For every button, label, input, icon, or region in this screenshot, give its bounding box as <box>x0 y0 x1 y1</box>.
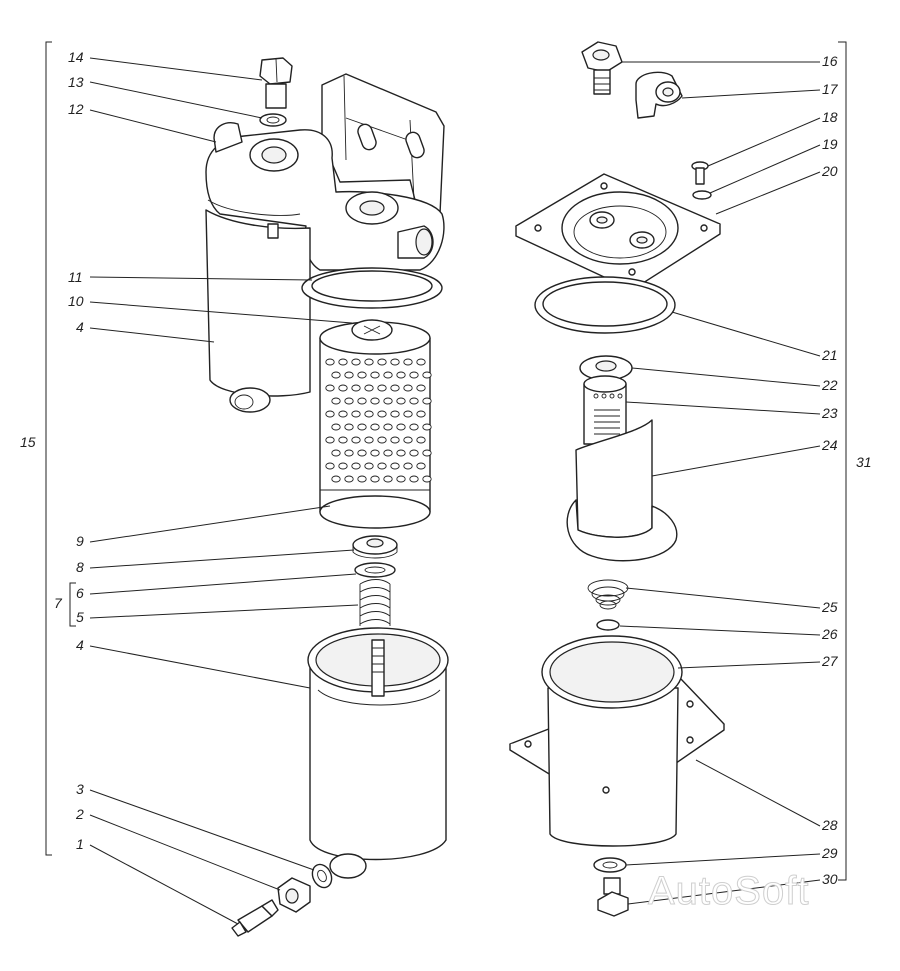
label-13: 13 <box>68 74 84 90</box>
label-24: 24 <box>821 437 838 453</box>
filter-cup-upper-part-4 <box>205 209 311 413</box>
label-7: 7 <box>54 595 63 611</box>
label-20: 20 <box>821 163 838 179</box>
bracket-31 <box>838 41 847 881</box>
strainer-part-23 <box>583 375 627 445</box>
label-29: 29 <box>821 845 838 861</box>
plug-part-30 <box>597 877 629 917</box>
label-11: 11 <box>68 269 83 285</box>
washer-part-6 <box>354 562 396 578</box>
spring-part-25 <box>587 579 629 610</box>
label-4-upper: 4 <box>76 319 84 335</box>
label-3: 3 <box>76 781 84 797</box>
watermark: AutoSoft <box>648 869 809 913</box>
bolt-part-18 <box>691 161 709 185</box>
washer-part-3 <box>311 863 333 889</box>
washer-part-13 <box>259 113 287 127</box>
label-25: 25 <box>821 599 838 615</box>
label-21: 21 <box>821 347 838 363</box>
leader-lines-right <box>619 61 821 905</box>
seal-part-8 <box>352 535 398 559</box>
fitting-part-2 <box>277 877 311 913</box>
filter-cup-lower-part-4 <box>307 627 449 879</box>
label-1: 1 <box>76 836 84 852</box>
ring-part-26 <box>596 619 620 631</box>
label-28: 28 <box>821 817 838 833</box>
label-15: 15 <box>20 434 36 450</box>
label-30: 30 <box>822 871 838 887</box>
washer-part-29 <box>593 857 627 873</box>
label-12: 12 <box>68 101 84 117</box>
spring-part-5 <box>359 579 391 626</box>
label-14: 14 <box>68 49 84 65</box>
label-26: 26 <box>821 626 838 642</box>
housing-part-27-28 <box>509 635 725 847</box>
right-assembly <box>509 41 847 917</box>
label-6: 6 <box>76 585 84 601</box>
deflector-part-24 <box>566 419 678 562</box>
label-22: 22 <box>821 377 838 393</box>
label-8: 8 <box>76 559 84 575</box>
label-9: 9 <box>76 533 84 549</box>
valve-part-1 <box>231 899 279 937</box>
elbow-fitting-part-17 <box>635 71 683 119</box>
bolt-part-14 <box>259 57 293 109</box>
gasket-part-21 <box>534 276 676 334</box>
screw-cap-part-10 <box>351 319 393 341</box>
left-assembly <box>45 41 449 937</box>
part-number-labels: 14 13 12 11 10 4 15 9 8 6 7 5 4 3 2 1 16… <box>20 49 872 887</box>
leader-lines-left <box>89 57 359 925</box>
label-31: 31 <box>856 454 872 470</box>
label-23: 23 <box>821 405 838 421</box>
label-5: 5 <box>76 609 84 625</box>
label-18: 18 <box>822 109 838 125</box>
filter-perforations <box>325 358 432 483</box>
filter-element-part-9 <box>319 321 432 529</box>
bracket-15 <box>45 41 52 856</box>
label-17: 17 <box>822 81 839 97</box>
gasket-part-11 <box>301 267 443 309</box>
washer-part-19 <box>692 190 712 200</box>
label-4-lower: 4 <box>76 637 84 653</box>
label-27: 27 <box>821 653 839 669</box>
label-10: 10 <box>68 293 84 309</box>
label-2: 2 <box>75 806 84 822</box>
filter-head-part-12 <box>205 122 445 271</box>
label-16: 16 <box>822 53 838 69</box>
label-19: 19 <box>822 136 838 152</box>
bracket-7 <box>69 582 76 627</box>
union-nut-part-16 <box>581 41 623 95</box>
